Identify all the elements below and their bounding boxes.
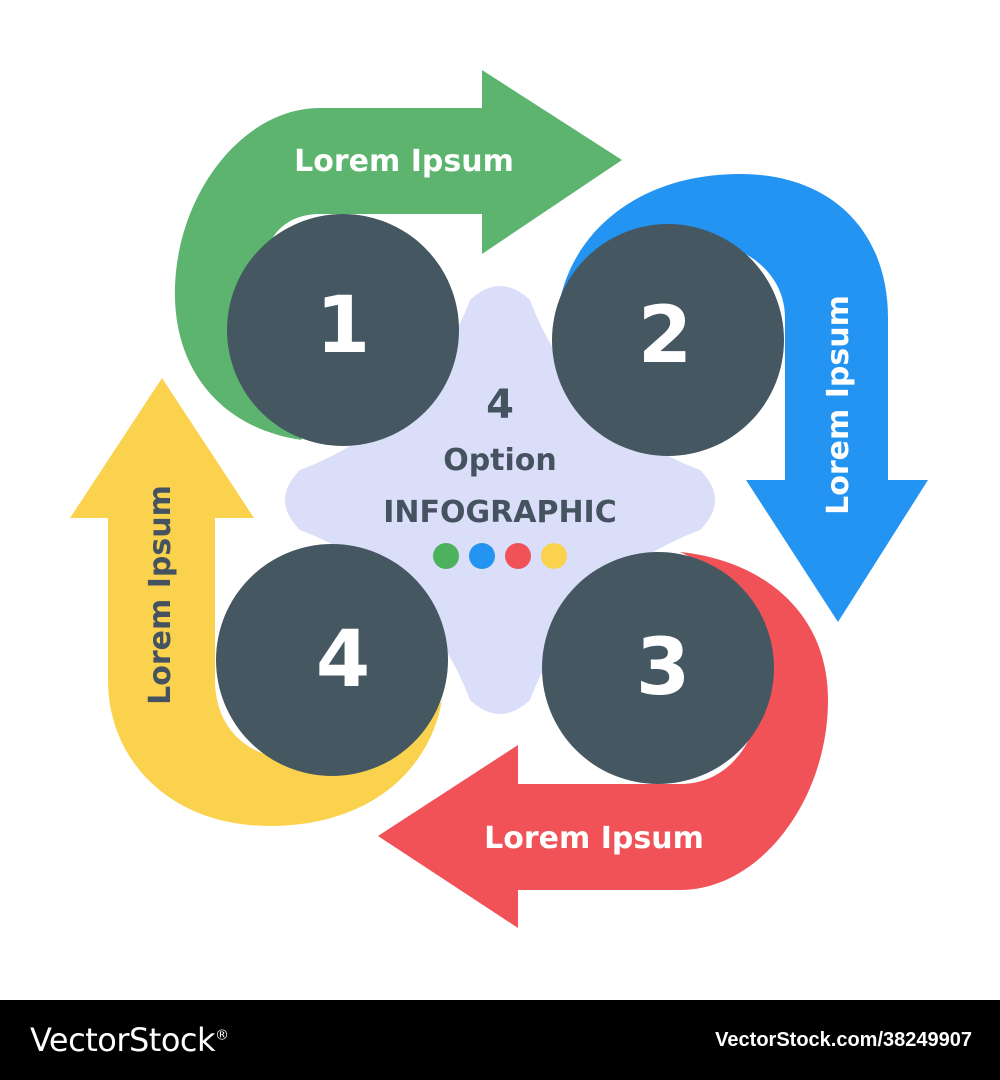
step-4-circle <box>216 544 448 776</box>
color-dot <box>505 543 531 569</box>
step-3-circle <box>542 552 774 784</box>
step-2-arrow <box>560 174 928 622</box>
step-2-number: 2 <box>638 291 692 381</box>
step-3-number: 3 <box>636 623 690 713</box>
step-2-label: Lorem Ipsum <box>821 295 856 515</box>
step-3-arrow <box>378 552 828 928</box>
center-number: 4 <box>486 382 514 428</box>
step-1-arrow <box>174 70 623 440</box>
registered-mark: ® <box>215 1027 229 1044</box>
step-2-circle <box>552 224 784 456</box>
center-color-dots <box>433 543 567 569</box>
watermark-footer: VectorStock® VectorStock.com/38249907 <box>0 1000 1000 1080</box>
infographic-diagram: 1 2 3 4 Lorem Ipsum Lorem Ipsum Lorem Ip… <box>70 70 928 928</box>
center-option: Option <box>443 443 557 478</box>
step-1-circle <box>227 214 459 446</box>
color-dot <box>541 543 567 569</box>
step-4-arrow <box>70 378 442 826</box>
step-4-number: 4 <box>316 615 370 705</box>
color-dot <box>469 543 495 569</box>
step-3-label: Lorem Ipsum <box>484 821 704 856</box>
color-dot <box>433 543 459 569</box>
step-1-number: 1 <box>316 281 370 371</box>
center-title: INFOGRAPHIC <box>383 495 616 530</box>
step-1-label: Lorem Ipsum <box>294 144 514 179</box>
center-diamond <box>285 286 715 714</box>
step-4-label: Lorem Ipsum <box>143 485 178 705</box>
vectorstock-logo: VectorStock® <box>30 1021 229 1059</box>
image-id: VectorStock.com/38249907 <box>715 1028 972 1051</box>
